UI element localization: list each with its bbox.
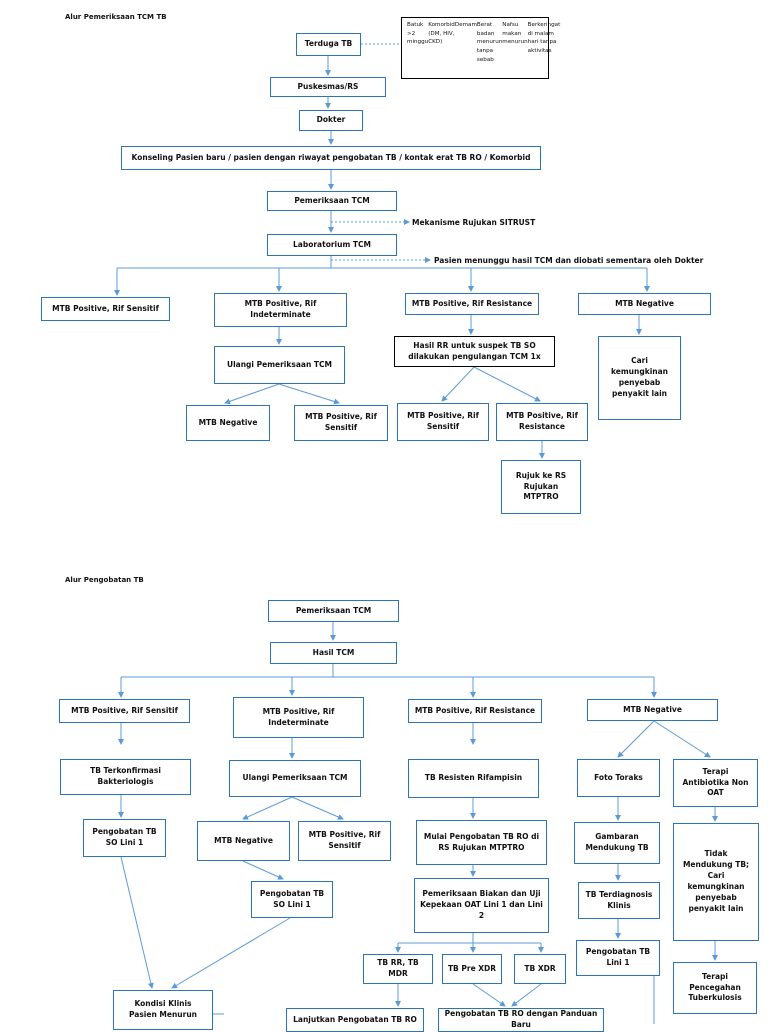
rr-mtb-resistance-box: MTB Positive, Rif Resistance <box>496 403 588 441</box>
mtb-rif-resistance-box: MTB Positive, Rif Resistance <box>405 293 539 315</box>
mtb-rif-sensitif-box: MTB Positive, Rif Sensitif <box>41 297 170 321</box>
foto-toraks-box: Foto Toraks <box>577 759 660 797</box>
pengobatan-ulang-sensitif-box: MTB Positive, Rif Sensitif <box>298 821 391 861</box>
tidak-mendukung-box: Tidak Mendukung TB; Cari kemungkinan pen… <box>673 823 759 941</box>
laboratorium-tcm-box: Laboratorium TCM <box>267 234 397 256</box>
pengobatan-ulang-negative-box: MTB Negative <box>197 821 290 861</box>
rujuk-rs-box: Rujuk ke RS Rujukan MTPTRO <box>501 460 581 514</box>
pengobatan-so-lini1-box: Pengobatan TB SO Lini 1 <box>83 819 166 857</box>
hasil-tcm-box: Hasil TCM <box>270 642 397 664</box>
tb-rr-mdr-box: TB RR, TB MDR <box>363 954 433 984</box>
section-title-pemeriksaan: Alur Pemeriksaan TCM TB <box>65 13 167 21</box>
pengobatan-rif-sensitif-box: MTB Positive, Rif Sensitif <box>59 699 190 723</box>
ulangi-pemeriksaan-box: Ulangi Pemeriksaan TCM <box>214 346 345 384</box>
tb-terkonfirmasi-box: TB Terkonfirmasi Bakteriologis <box>60 759 191 795</box>
mtb-negative-box: MTB Negative <box>578 293 711 315</box>
ulangi-pemeriksaan-2-box: Ulangi Pemeriksaan TCM <box>229 760 361 797</box>
symptom-item: Berat badan menurun tanpa sebab <box>476 22 503 63</box>
terapi-antibiotika-box: Terapi Antibiotika Non OAT <box>673 759 758 807</box>
dokter-box: Dokter <box>299 110 363 131</box>
hasil-rr-box: Hasil RR untuk suspek TB SO dilakukan pe… <box>394 336 555 367</box>
rr-mtb-sensitif-box: MTB Positive, Rif Sensitif <box>397 403 489 441</box>
menunggu-note: Pasien menunggu hasil TCM dan diobati se… <box>434 256 704 265</box>
pemeriksaan-biakan-box: Pemeriksaan Biakan dan Uji Kepekaan OAT … <box>414 878 549 933</box>
terduga-tb-box: Terduga TB <box>296 33 361 56</box>
lanjutkan-ro-box: Lanjutkan Pengobatan TB RO <box>286 1008 424 1032</box>
sitrust-note: Mekanisme Rujukan SITRUST <box>412 218 536 227</box>
pemeriksaan-tcm-box: Pemeriksaan TCM <box>267 191 397 211</box>
symptom-item: Demam <box>454 22 477 28</box>
kondisi-klinis-box: Kondisi Klinis Pasien Menurun <box>113 990 213 1030</box>
pengobatan-so-lini1-2-box: Pengobatan TB SO Lini 1 <box>251 881 333 918</box>
symptoms-box: Batuk >2 minggu Komorbid (DM, HIV, CKD) … <box>401 17 560 79</box>
puskesmas-box: Puskesmas/RS <box>270 77 386 97</box>
konseling-box: Konseling Pasien baru / pasien dengan ri… <box>121 146 541 170</box>
pengobatan-negative-box: MTB Negative <box>587 699 718 721</box>
pengobatan-rif-indeterminate-box: MTB Positive, Rif Indeterminate <box>233 697 364 738</box>
tb-xdr-box: TB XDR <box>514 954 566 984</box>
symptom-item: Berkeringat di malam hari tanpa aktivita… <box>527 22 561 54</box>
cari-penyebab-box: Cari kemungkinan penyebab penyakit lain <box>598 336 681 420</box>
tb-terdiagnosis-box: TB Terdiagnosis Klinis <box>578 882 660 919</box>
mtb-rif-indeterminate-box: MTB Positive, Rif Indeterminate <box>214 293 347 327</box>
gambaran-mendukung-box: Gambaran Mendukung TB <box>574 822 660 864</box>
symptom-item: Komorbid (DM, HIV, CKD) <box>428 22 455 46</box>
tb-pre-xdr-box: TB Pre XDR <box>442 954 502 984</box>
mulai-pengobatan-ro-box: Mulai Pengobatan TB RO di RS Rujukan MTP… <box>416 820 547 865</box>
section-title-pengobatan: Alur Pengobatan TB <box>65 576 144 584</box>
pemeriksaan-tcm-2-box: Pemeriksaan TCM <box>268 600 399 622</box>
ulang-mtb-sensitif-box: MTB Positive, Rif Sensitif <box>294 405 388 441</box>
panduan-baru-box: Pengobatan TB RO dengan Panduan Baru <box>438 1008 604 1032</box>
terapi-pencegahan-box: Terapi Pencegahan Tuberkulosis <box>673 962 757 1014</box>
ulang-mtb-negative-box: MTB Negative <box>186 405 270 441</box>
pengobatan-lini1-box: Pengobatan TB Lini 1 <box>576 940 660 976</box>
tb-resisten-rifampisin-box: TB Resisten Rifampisin <box>408 759 539 798</box>
symptom-item: Batuk >2 minggu <box>407 22 429 46</box>
symptom-item: Nafsu makan menurun <box>502 22 528 46</box>
pengobatan-rif-resistance-box: MTB Positive, Rif Resistance <box>408 699 542 723</box>
